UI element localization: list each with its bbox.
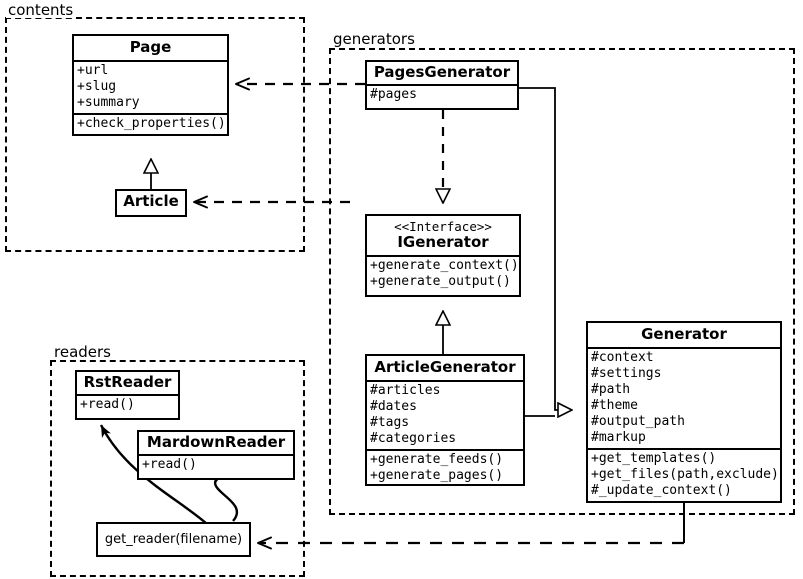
attribute: #articles: [370, 383, 441, 398]
operation: +check_properties(): [77, 116, 226, 131]
class-generator[interactable]: Generator #context #settings #path #them…: [586, 321, 782, 503]
operation: +generate_output(): [370, 274, 511, 289]
operation: +read(): [142, 457, 197, 472]
class-article-generator[interactable]: ArticleGenerator #articles #dates #tags …: [365, 354, 525, 486]
divider: [74, 113, 227, 115]
class-rst-reader-operations: +read(): [77, 396, 178, 415]
class-page-attributes: +url +slug +summary: [74, 62, 227, 113]
operation: +get_templates(): [591, 451, 717, 466]
package-contents: [5, 17, 305, 252]
attribute: +url: [77, 63, 109, 78]
attribute: +summary: [77, 95, 140, 110]
function-get-reader-label: get_reader(filename): [104, 532, 243, 547]
operation: +read(): [80, 397, 135, 412]
divider: [139, 454, 293, 456]
operation: #_update_context(): [591, 483, 732, 498]
operation: +get_files(path,exclude): [591, 467, 779, 482]
operation: +generate_feeds(): [370, 452, 504, 467]
attribute: #dates: [370, 399, 417, 414]
operation: +generate_pages(): [370, 468, 504, 483]
class-article-generator-operations: +generate_feeds() +generate_pages(): [367, 451, 523, 486]
function-get-reader[interactable]: get_reader(filename): [96, 522, 251, 557]
package-contents-label: contents: [6, 1, 76, 19]
attribute: +slug: [77, 79, 117, 94]
class-generator-operations: +get_templates() +get_files(path,exclude…: [588, 450, 780, 501]
class-igenerator-stereotype: <<Interface>>: [394, 219, 492, 234]
divider: [77, 394, 178, 396]
attribute: #settings: [591, 366, 662, 381]
attribute: #tags: [370, 415, 410, 430]
class-mardown-reader-operations: +read(): [139, 456, 293, 475]
attribute: #theme: [591, 398, 638, 413]
class-rst-reader[interactable]: RstReader +read(): [75, 370, 180, 420]
class-rst-reader-name: RstReader: [83, 373, 172, 391]
divider: [367, 255, 519, 257]
attribute: #context: [591, 350, 654, 365]
class-igenerator[interactable]: <<Interface>> IGenerator +generate_conte…: [365, 214, 521, 297]
class-pages-generator-name: PagesGenerator: [373, 63, 511, 81]
divider: [588, 448, 780, 450]
class-page-operations: +check_properties(): [74, 115, 227, 134]
attribute: #markup: [591, 430, 646, 445]
class-page[interactable]: Page +url +slug +summary +check_properti…: [72, 34, 229, 136]
attribute: #pages: [370, 87, 417, 102]
package-readers: [50, 360, 305, 577]
package-generators-label: generators: [331, 30, 417, 48]
class-mardown-reader-name: MardownReader: [146, 433, 286, 451]
class-article-name: Article: [123, 192, 179, 210]
class-generator-name: Generator: [641, 325, 727, 343]
class-article-generator-attributes: #articles #dates #tags #categories: [367, 382, 523, 449]
class-pages-generator-attributes: #pages: [367, 86, 517, 105]
package-generators: [329, 48, 795, 515]
operation: +generate_context(): [370, 258, 519, 273]
class-igenerator-name: IGenerator: [397, 233, 489, 251]
divider: [367, 380, 523, 382]
class-article[interactable]: Article: [115, 189, 187, 217]
divider: [588, 347, 780, 349]
divider: [74, 60, 227, 62]
attribute: #path: [591, 382, 631, 397]
attribute: #output_path: [591, 414, 685, 429]
divider: [367, 449, 523, 451]
attribute: #categories: [370, 431, 457, 446]
class-page-name: Page: [129, 38, 172, 56]
divider: [367, 84, 517, 86]
class-mardown-reader[interactable]: MardownReader +read(): [137, 430, 295, 480]
class-pages-generator[interactable]: PagesGenerator #pages: [365, 60, 519, 110]
class-generator-attributes: #context #settings #path #theme #output_…: [588, 349, 780, 448]
package-readers-label: readers: [52, 343, 113, 361]
class-article-generator-name: ArticleGenerator: [374, 358, 516, 376]
class-igenerator-operations: +generate_context() +generate_output(): [367, 257, 519, 292]
